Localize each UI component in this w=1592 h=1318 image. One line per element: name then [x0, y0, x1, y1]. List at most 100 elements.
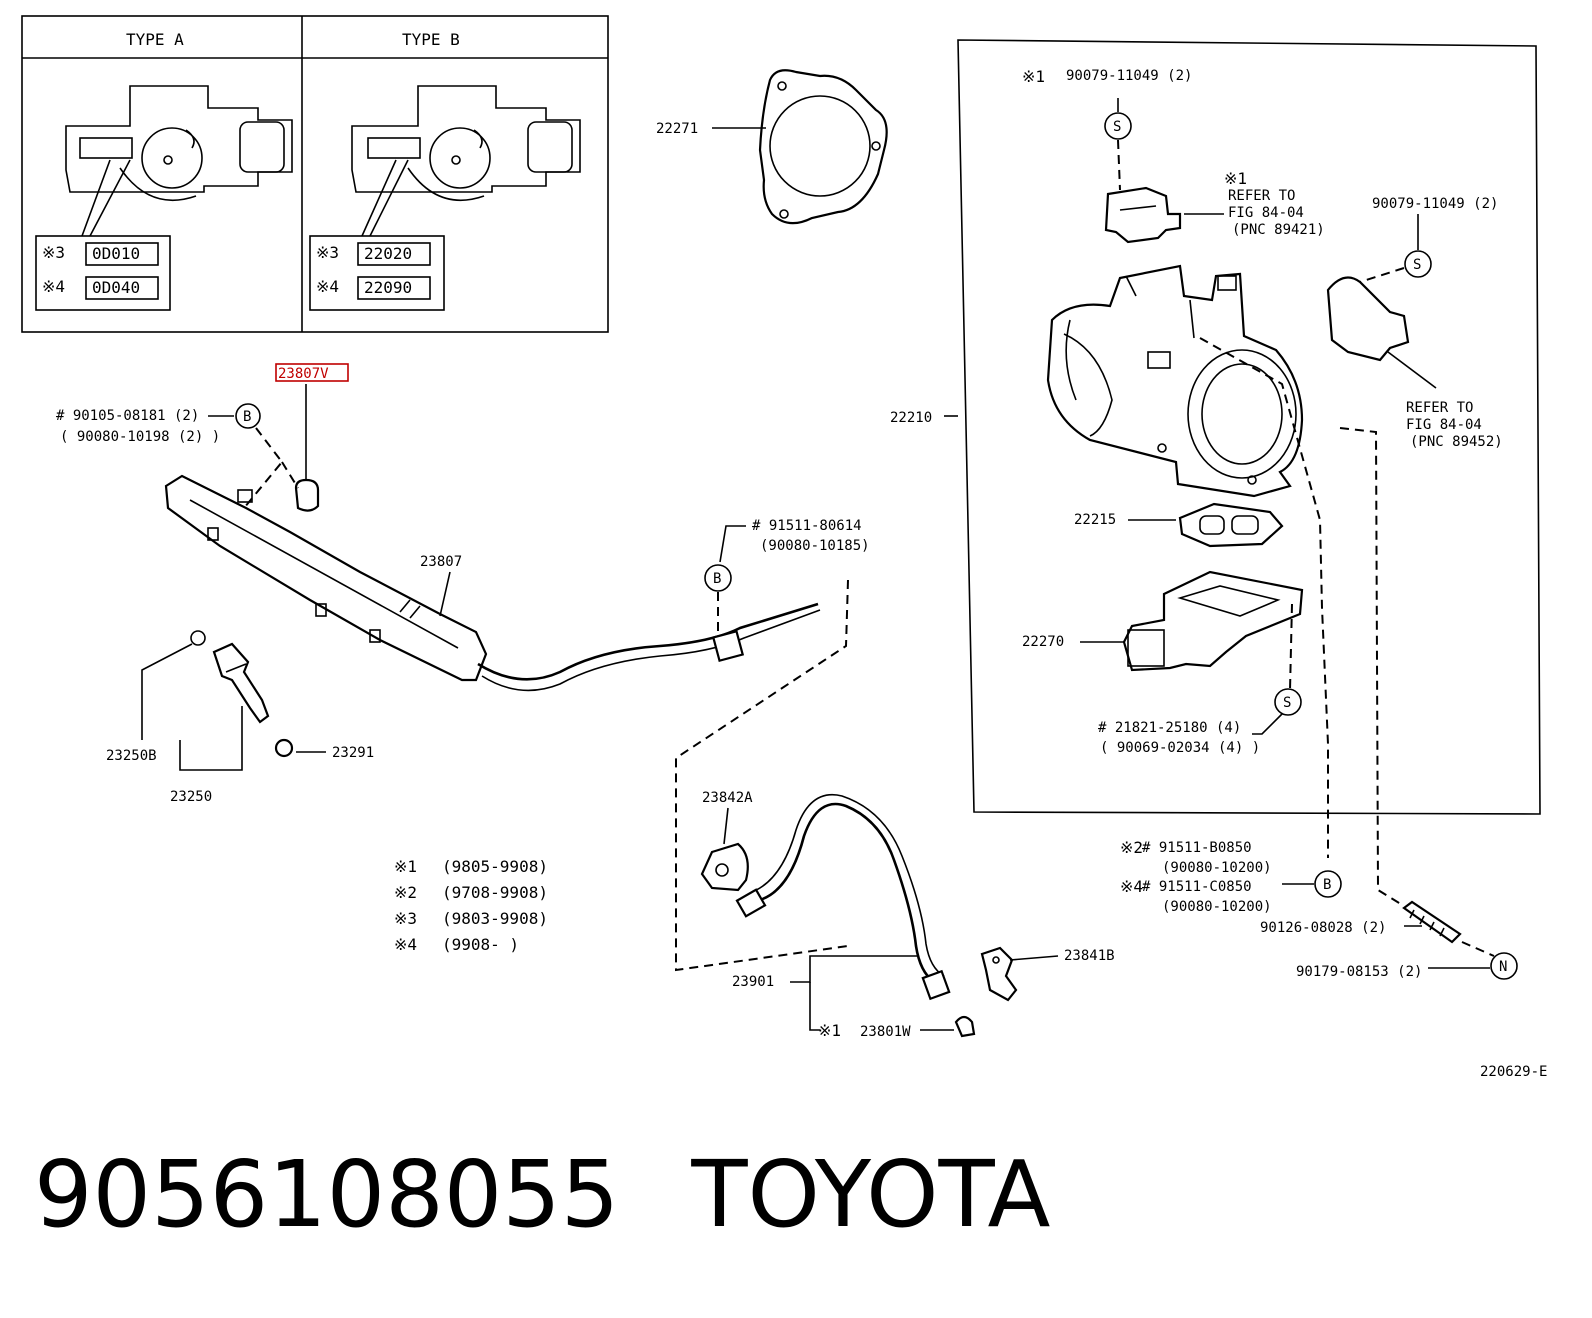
- ref-2-line-1: REFER TO: [1406, 400, 1473, 416]
- bolt-91511-b0850-label[interactable]: # 91511-B0850: [1142, 840, 1252, 856]
- b-mark-throttle-bolt: [1314, 870, 1342, 898]
- part-22215-label[interactable]: 22215: [1074, 512, 1116, 528]
- figure-code: 220629-E: [1480, 1064, 1547, 1080]
- part-23250-label[interactable]: 23250: [170, 789, 212, 805]
- part-23801w-mark: ※1: [818, 1021, 841, 1040]
- part-23807-label[interactable]: 23807: [420, 554, 462, 570]
- type-a-mark-4: ※4: [42, 277, 65, 296]
- s-mark-top: [1104, 112, 1132, 140]
- bolt-90080-10185-label[interactable]: (90080-10185): [760, 538, 870, 554]
- bolt-90079-right-label[interactable]: 90079-11049 (2): [1372, 196, 1498, 212]
- lower-right-hardware: ※2 # 91511-B0850 (90080-10200) ※4 # 9151…: [1120, 838, 1518, 980]
- part-23291-label[interactable]: 23291: [332, 745, 374, 761]
- hose-clamp-23801w-part[interactable]: [954, 1015, 976, 1038]
- delivery-pipe-group: 23807V # 90105-08181 (2) ( 90080-10198 (…: [56, 363, 870, 692]
- note-2-range: (9708-9908): [442, 883, 548, 902]
- bracket-23841b-part[interactable]: [980, 946, 1018, 1002]
- b-mark-throttle-bolt-text: B: [1323, 877, 1331, 893]
- type-a-throttle-sketch: [65, 85, 293, 237]
- stud-90126-label[interactable]: 90126-08028 (2): [1260, 920, 1386, 936]
- part-23801w-label[interactable]: 23801W: [860, 1024, 911, 1040]
- ref-1-line-3: (PNC 89421): [1232, 222, 1325, 238]
- type-b-label: TYPE B: [402, 30, 460, 49]
- bolt-90080-label[interactable]: ( 90080-10198 (2) ): [60, 429, 220, 445]
- bolt-90105-label[interactable]: # 90105-08181 (2): [56, 408, 199, 424]
- b-mark-pipe-bolt-text: B: [243, 409, 251, 425]
- type-a-label: TYPE A: [126, 30, 184, 49]
- b-mark-line-bolt: [704, 564, 732, 592]
- type-b-code-4: 22090: [364, 278, 412, 297]
- type-a-code-3: 0D010: [92, 244, 140, 263]
- fuel-injector-part[interactable]: [212, 642, 270, 724]
- s-mark-top-text: S: [1113, 119, 1121, 135]
- bolt-21821-label[interactable]: # 21821-25180 (4): [1098, 720, 1241, 736]
- hose-end-fitting-right: [921, 969, 951, 1001]
- hose-end-fitting-left: [735, 888, 767, 918]
- part-22270-label[interactable]: 22270: [1022, 634, 1064, 650]
- note-3-mark: ※3: [394, 909, 417, 928]
- part-23842a-label[interactable]: 23842A: [702, 790, 753, 806]
- bolt-91511-80614-label[interactable]: # 91511-80614: [752, 518, 862, 534]
- s-mark-isc: [1274, 688, 1302, 716]
- note-3-range: (9803-9908): [442, 909, 548, 928]
- note-2-mark: ※2: [394, 883, 417, 902]
- hose-clip-23842a-part[interactable]: [700, 842, 749, 892]
- b-mark-pipe-bolt: [235, 403, 261, 429]
- type-a-mark-3: ※3: [42, 243, 65, 262]
- part-22210-label[interactable]: 22210: [890, 410, 932, 426]
- grommet-part[interactable]: [274, 738, 294, 758]
- note-1-range: (9805-9908): [442, 857, 548, 876]
- throttle-position-sensor-part[interactable]: [1104, 186, 1182, 244]
- ref-1-line-1: REFER TO: [1228, 188, 1295, 204]
- ref-2-line-3: (PNC 89452): [1410, 434, 1503, 450]
- nut-90179-label[interactable]: 90179-08153 (2): [1296, 964, 1422, 980]
- date-notes: ※1 (9805-9908) ※2 (9708-9908) ※3 (9803-9…: [394, 857, 548, 954]
- note-mark-2-bolt: ※2: [1120, 838, 1143, 857]
- throttle-body-assembly: 22210 ※1 90079-11049 (2) S ※1 REFER TO F…: [890, 39, 1541, 815]
- type-a-code-4: 0D040: [92, 278, 140, 297]
- idle-speed-control-valve-part[interactable]: [1122, 570, 1304, 672]
- bolt-90079-top-label[interactable]: 90079-11049 (2): [1066, 68, 1192, 84]
- type-b-mark-4: ※4: [316, 277, 339, 296]
- idle-switch-sensor-part[interactable]: [1326, 276, 1410, 362]
- caption: 9056108055 TOYOTA: [34, 1135, 1051, 1255]
- type-b-code-3: 22020: [364, 244, 412, 263]
- part-23841b-label[interactable]: 23841B: [1064, 948, 1115, 964]
- o-ring-part[interactable]: [190, 630, 206, 646]
- injector-group: 23291 23250B 23250: [106, 630, 374, 805]
- part-23250b-label[interactable]: 23250B: [106, 748, 157, 764]
- bolt-90080-10200-a-label[interactable]: (90080-10200): [1162, 860, 1272, 876]
- note-mark-1-top: ※1: [1022, 67, 1045, 86]
- fuel-delivery-pipe-part[interactable]: [164, 474, 488, 682]
- stud-bolt-part[interactable]: [1402, 900, 1462, 944]
- throttle-body-gasket-part[interactable]: [758, 69, 888, 225]
- fuel-return-line: [477, 602, 819, 681]
- note-4-mark: ※4: [394, 935, 417, 954]
- gasket-22271-group: 22271: [656, 69, 888, 225]
- ref-1-line-2: FIG 84-04: [1228, 205, 1304, 221]
- note-mark-4-bolt: ※4: [1120, 877, 1143, 896]
- line-clamp-part[interactable]: [711, 629, 745, 663]
- caption-brand: TOYOTA: [691, 1141, 1051, 1248]
- part-23901-label[interactable]: 23901: [732, 974, 774, 990]
- type-b-mark-3: ※3: [316, 243, 339, 262]
- type-b-throttle-sketch: [351, 85, 581, 237]
- n-mark: [1490, 952, 1518, 980]
- throttle-body-part[interactable]: [1046, 264, 1304, 498]
- s-mark-isc-text: S: [1283, 695, 1291, 711]
- part-23807v-label[interactable]: 23807V: [278, 366, 329, 382]
- n-mark-text: N: [1499, 959, 1507, 975]
- fuel-hose-part[interactable]: [759, 802, 935, 984]
- caption-part-number: 9056108055: [34, 1141, 620, 1248]
- pulsation-damper-part[interactable]: [294, 478, 320, 512]
- part-22271-label[interactable]: 22271: [656, 121, 698, 137]
- bolt-91511-c0850-label[interactable]: # 91511-C0850: [1142, 879, 1252, 895]
- highlight-box: [275, 363, 349, 382]
- bolt-90069-label[interactable]: ( 90069-02034 (4) ): [1100, 740, 1260, 756]
- ref-2-line-2: FIG 84-04: [1406, 417, 1482, 433]
- bolt-90080-10200-b-label[interactable]: (90080-10200): [1162, 899, 1272, 915]
- ref-mark-1: ※1: [1224, 169, 1247, 188]
- s-mark-right: [1404, 250, 1432, 278]
- isc-gasket-part[interactable]: [1178, 502, 1284, 548]
- type-inset: TYPE A TYPE B ※3 0D010 ※4 0D040: [21, 15, 609, 333]
